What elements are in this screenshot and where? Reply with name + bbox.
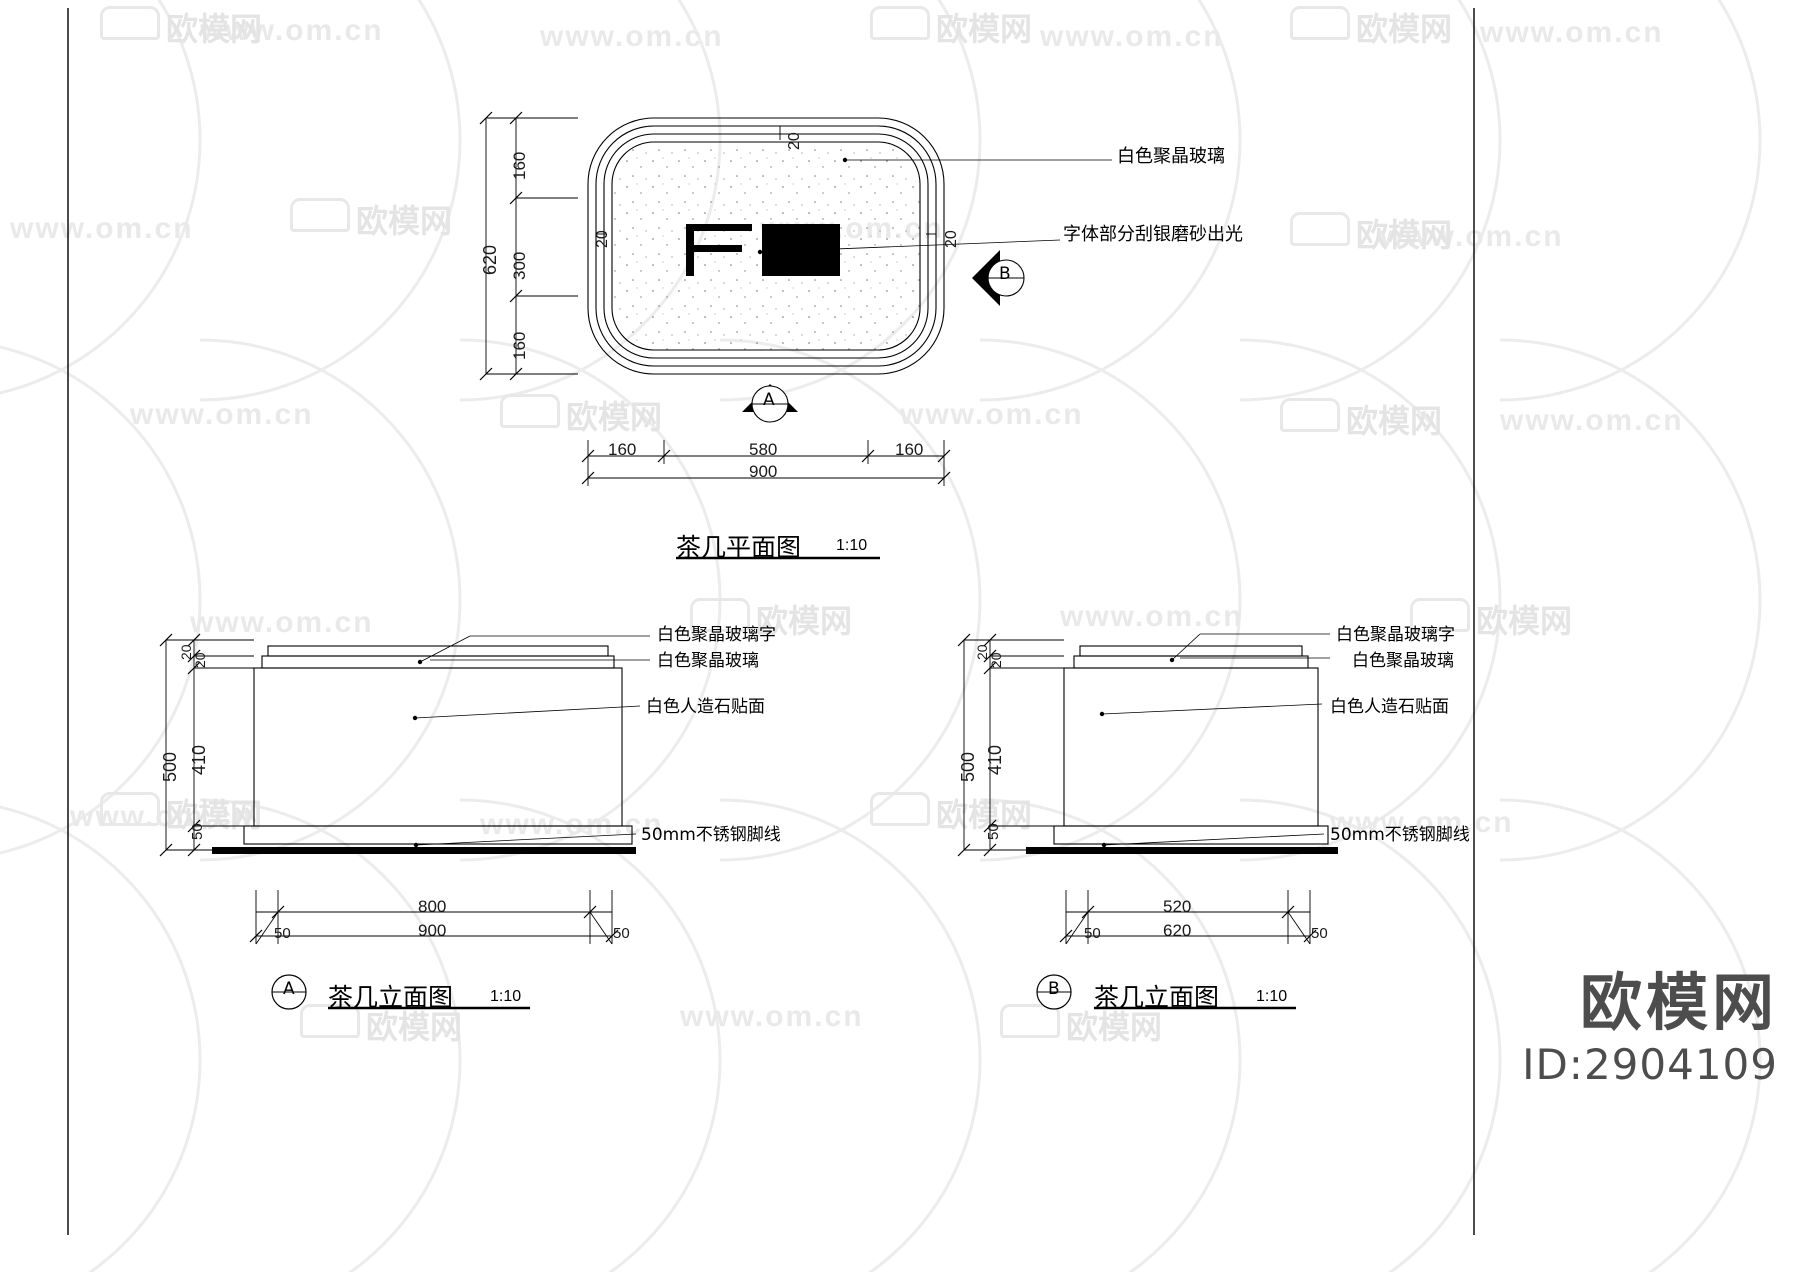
plan-dim-total-900: 900 <box>749 462 778 481</box>
plan-dim-left-160: 160 <box>608 440 637 459</box>
elev-a-dim-50-r: 50 <box>613 925 630 942</box>
plan-dim-top-160: 160 <box>510 151 529 180</box>
elevation-b-mark <box>1036 974 1072 1010</box>
elev-a-scale: 1:10 <box>490 988 522 1005</box>
elev-b-dim-620: 620 <box>1163 921 1192 940</box>
elev-a-dim-410: 410 <box>189 744 209 775</box>
elevation-a-mark <box>271 974 307 1010</box>
elev-b-callout-steel: 50mm不锈钢脚线 <box>1330 825 1470 845</box>
elev-b-dim-50-r: 50 <box>1311 925 1328 942</box>
section-mark-a <box>742 384 798 423</box>
elev-a-callout-stone: 白色人造石贴面 <box>646 697 765 717</box>
plan-dim-middle-300: 300 <box>510 251 529 280</box>
elev-b-dim-20b: 20 <box>988 652 1004 668</box>
plan-dim-top-20: 20 <box>786 132 803 150</box>
elev-b-title: 茶几立面图 <box>1094 983 1220 1012</box>
elev-b-dim-50-l: 50 <box>1084 925 1101 942</box>
elev-a-dim-500: 500 <box>160 751 180 782</box>
section-mark-a-label: A <box>763 390 775 410</box>
elev-a-dim-20b: 20 <box>192 652 208 668</box>
plan-dim-right-20: 20 <box>943 230 960 248</box>
elev-a-dim-50-l: 50 <box>274 925 291 942</box>
plan-dim-mid-580: 580 <box>749 440 778 459</box>
elev-b-dim-410: 410 <box>985 744 1005 775</box>
brand-logo-text: 欧模网 <box>1579 966 1778 1039</box>
elev-b-callout-stone: 白色人造石贴面 <box>1330 697 1449 717</box>
elev-a-mark-label: A <box>283 979 295 999</box>
elev-b-callout-glass: 白色聚晶玻璃 <box>1352 651 1454 671</box>
elev-b-dim-520: 520 <box>1163 897 1192 916</box>
plan-dim-bottom-160: 160 <box>510 331 529 360</box>
elev-a-title: 茶几立面图 <box>328 983 454 1012</box>
plan-view-title: 茶几平面图 <box>676 533 802 562</box>
elev-a-dim-50: 50 <box>189 823 206 840</box>
elev-a-dim-900: 900 <box>418 921 447 940</box>
elev-b-callout-glass-letter: 白色聚晶玻璃字 <box>1336 625 1455 645</box>
plan-callout-glass: 白色聚晶玻璃 <box>1117 146 1225 167</box>
elev-b-mark-label: B <box>1048 979 1060 999</box>
plan-callout-letters: 字体部分刮银磨砂出光 <box>1063 224 1243 245</box>
elev-b-dim-50: 50 <box>985 823 1002 840</box>
plan-view-scale: 1:10 <box>836 537 868 554</box>
elev-a-callout-glass: 白色聚晶玻璃 <box>657 651 759 671</box>
elev-a-callout-steel: 50mm不锈钢脚线 <box>641 825 781 845</box>
brand-id-text: ID:2904109 <box>1522 1040 1778 1089</box>
elev-b-dim-500: 500 <box>958 751 978 782</box>
plan-dim-left-20: 20 <box>594 230 611 248</box>
plan-dim-right-160: 160 <box>895 440 924 459</box>
section-mark-b <box>972 250 1025 306</box>
section-mark-b-label: B <box>999 264 1011 284</box>
elev-a-dim-800: 800 <box>418 897 447 916</box>
elev-a-callout-glass-letter: 白色聚晶玻璃字 <box>657 625 776 645</box>
elev-b-scale: 1:10 <box>1256 988 1288 1005</box>
plan-dim-total-620: 620 <box>480 244 500 275</box>
